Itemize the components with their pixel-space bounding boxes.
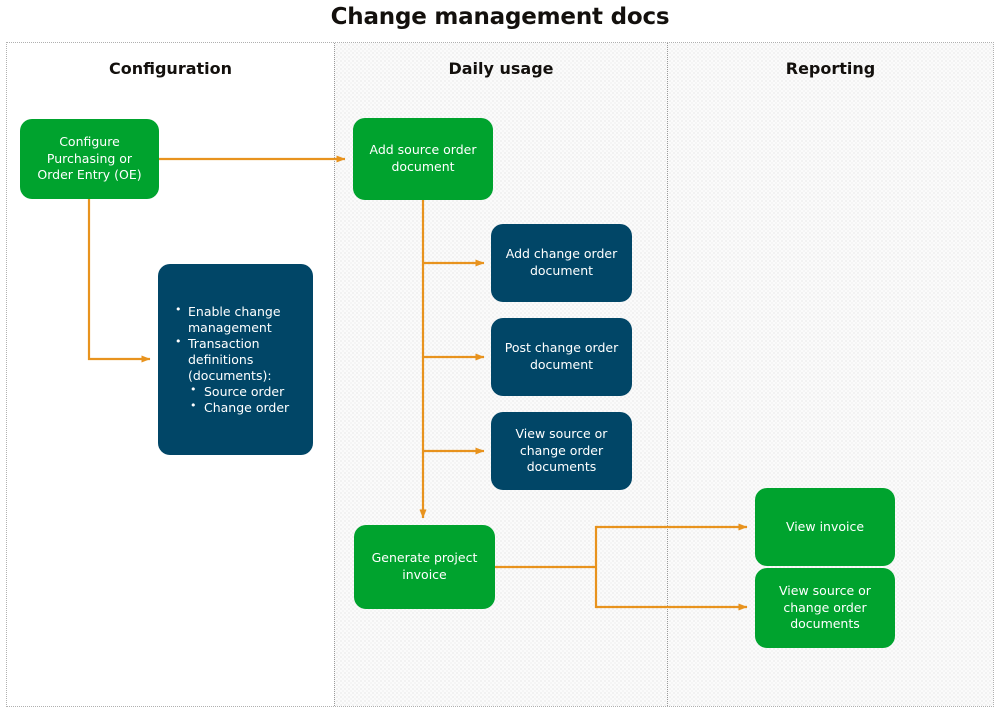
swimlane-header-configuration: Configuration xyxy=(108,59,233,78)
bullet-list: Enable change management Transaction def… xyxy=(172,303,299,416)
node-generate-project-invoice[interactable]: Generate project invoice xyxy=(354,525,495,609)
node-label: Add change order document xyxy=(505,246,618,278)
bullet-item: Enable change management xyxy=(172,303,299,336)
node-label: Generate project invoice xyxy=(371,550,478,582)
node-label: View invoice xyxy=(785,518,865,534)
node-label: Configure Purchasing or Order Entry (OE) xyxy=(37,134,142,183)
node-add-source-order-document[interactable]: Add source order document xyxy=(353,118,493,200)
node-label: Post change order document xyxy=(504,340,619,372)
bullet-subitem: Change order xyxy=(188,399,299,416)
bullet-subtext: Source order xyxy=(204,383,285,399)
bullet-text: Transaction definitions (documents): xyxy=(188,335,272,383)
node-label: View source or change order documents xyxy=(515,426,608,475)
node-view-source-or-change-order-documents-reporting[interactable]: View source or change order documents xyxy=(755,568,895,648)
bullet-item: Transaction definitions (documents): Sou… xyxy=(172,335,299,416)
swimlane-header-daily-usage: Daily usage xyxy=(448,59,554,78)
bullet-subitem: Source order xyxy=(188,383,299,400)
node-label: View source or change order documents xyxy=(779,583,871,632)
bullet-subtext: Change order xyxy=(204,399,290,415)
node-view-source-or-change-order-documents[interactable]: View source or change order documents xyxy=(491,412,632,490)
node-add-change-order-document[interactable]: Add change order document xyxy=(491,224,632,302)
node-label: Add source order document xyxy=(369,142,477,174)
node-view-invoice[interactable]: View invoice xyxy=(755,488,895,566)
bullet-sublist: Source order Change order xyxy=(188,383,299,416)
bullet-text: Enable change management xyxy=(188,303,281,335)
node-post-change-order-document[interactable]: Post change order document xyxy=(491,318,632,396)
swimlane-header-reporting: Reporting xyxy=(785,59,876,78)
page-title: Change management docs xyxy=(330,4,670,30)
node-enable-change-management[interactable]: Enable change management Transaction def… xyxy=(158,264,313,455)
node-configure-purchasing-or-order-entry[interactable]: Configure Purchasing or Order Entry (OE) xyxy=(20,119,159,199)
